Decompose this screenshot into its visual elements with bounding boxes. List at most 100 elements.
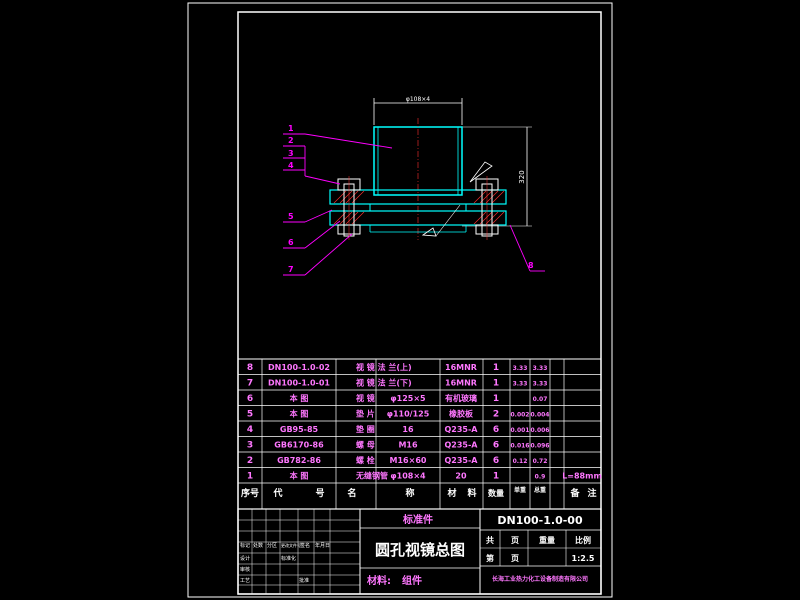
bom-name: 视 镜 [356,393,375,403]
bom-qty: 1 [493,363,499,373]
bom-qty: 1 [493,472,499,482]
bom-header-unit-weight: 单重 [514,486,526,494]
bom-material: Q235-A [444,456,478,465]
bom-header-code-2: 号 [315,488,324,499]
callout-4: 4 [288,161,294,170]
bom-no: 7 [247,379,253,389]
bom-material: 橡胶板 [449,409,474,419]
bom-name: 螺 栓 [356,455,375,465]
bom-qty: 6 [493,425,499,435]
callout-2: 2 [288,136,294,145]
bom-material: Q235-A [444,425,478,434]
bom-name: 视 镜 法 兰(上) [356,362,412,372]
bom-unit-weight: 3.33 [513,365,528,372]
bom-total-weight: 0.72 [533,458,548,465]
callout-1: 1 [288,124,294,133]
bom-total-weight: 0.006 [531,427,550,434]
lower-flange [329,210,507,226]
bom-qty: 6 [493,441,499,451]
total-label: 共 [486,535,494,545]
bom-code: 本 图 [289,409,309,419]
bom-note: L=88mm [562,472,602,481]
sign-label-approve: 批准 [299,577,309,584]
bom-no: 5 [247,410,253,420]
sign-label-zone: 分区 [267,542,277,549]
bom-name: 无缝钢管 [355,471,388,481]
sheet-label: 页 [511,536,519,545]
dimension-right-text: 320 [518,170,526,183]
bom-material: Q235-A [444,441,478,450]
sign-label-count: 处数 [253,542,263,549]
outer-frame [187,2,613,598]
bom-header-note-1: 备 [569,487,580,499]
sign-label-standard: 标准化 [281,555,296,562]
bom-header-note-2: 注 [587,487,596,499]
bom-unit-weight: 3.33 [513,381,528,388]
page-label: 第 [486,553,494,563]
bom-header-name-2: 称 [405,487,414,499]
bom-no: 4 [247,425,253,435]
bom-material: 16MNR [445,363,477,372]
bom-no: 3 [247,441,253,451]
bom-name: 垫 圈 [356,424,375,434]
sign-label-signature: 签名 [300,542,310,549]
title-block: 标记 处数 分区 更改文件号 签名 年月日 设计 标准化 审核 工艺 批准 标准… [237,508,602,595]
bom-header-code-1: 代 [272,487,282,499]
bom-header-total-weight: 总重 [534,486,546,494]
bom-no: 6 [247,394,253,404]
callout-7: 7 [288,265,294,274]
scale-label: 比例 [575,535,591,545]
bom-no: 1 [247,472,253,482]
callout-8: 8 [528,261,534,270]
bom-total-weight: 0.07 [533,396,548,403]
bom-no: 8 [247,363,253,373]
bolt-right [475,176,499,240]
bom-spec: M16×60 [390,456,427,465]
scale-value: 1:2.5 [572,554,595,563]
callout-6: 6 [288,238,294,247]
bom-total-weight: 3.33 [533,381,548,388]
material-value: 组件 [402,574,422,587]
bom-name: 垫 片 [356,409,375,419]
bom-spec: φ125×5 [390,394,426,403]
bom-unit-weight: 0.12 [513,458,528,465]
drawing-number: DN100-1.0-00 [497,514,583,527]
bom-code: DN100-1.0-01 [268,379,330,388]
material-label: 材料: [367,574,391,587]
bom-code: 本 图 [289,471,309,481]
bom-qty: 1 [493,394,499,404]
sign-label-change-doc: 更改文件号 [281,542,301,548]
assembly-view: φ108×4 320 [283,96,545,276]
bom-code: GB782-86 [277,456,321,465]
bom-spec: φ108×4 [390,472,426,481]
bolt-left [337,176,361,240]
page-label-2: 页 [511,554,519,563]
bom-total-weight: 3.33 [533,365,548,372]
bom-material: 20 [455,472,467,481]
bom-header-material-2: 料 [467,487,476,499]
standard-part-label: 标准件 [402,513,433,526]
bom-material: 16MNR [445,379,477,388]
bom-qty: 2 [493,410,499,420]
bom-name: 螺 母 [356,440,375,450]
bom-header-qty: 数量 [488,488,504,498]
bom-spec: 16 [402,425,414,434]
callout-3: 3 [288,149,294,158]
weld-symbol-top [469,161,493,183]
sign-label-process: 工艺 [240,578,250,584]
bom-unit-weight: 0.001 [511,427,530,434]
weight-label: 重量 [539,535,555,545]
sign-label-review: 审核 [240,566,250,573]
bom-spec: φ110/125 [387,410,430,419]
sign-label-mark: 标记 [240,542,250,549]
dimension-top-text: φ108×4 [406,96,430,103]
bom-code: GB95-85 [280,425,319,434]
weld-symbol-bottom [421,227,437,237]
company-name: 长海工业热力化工设备制造有限公司 [492,575,588,583]
bom-code: 本 图 [289,393,309,403]
bom-unit-weight: 0.016 [511,443,530,450]
bom-unit-weight: 0.002 [511,412,530,419]
